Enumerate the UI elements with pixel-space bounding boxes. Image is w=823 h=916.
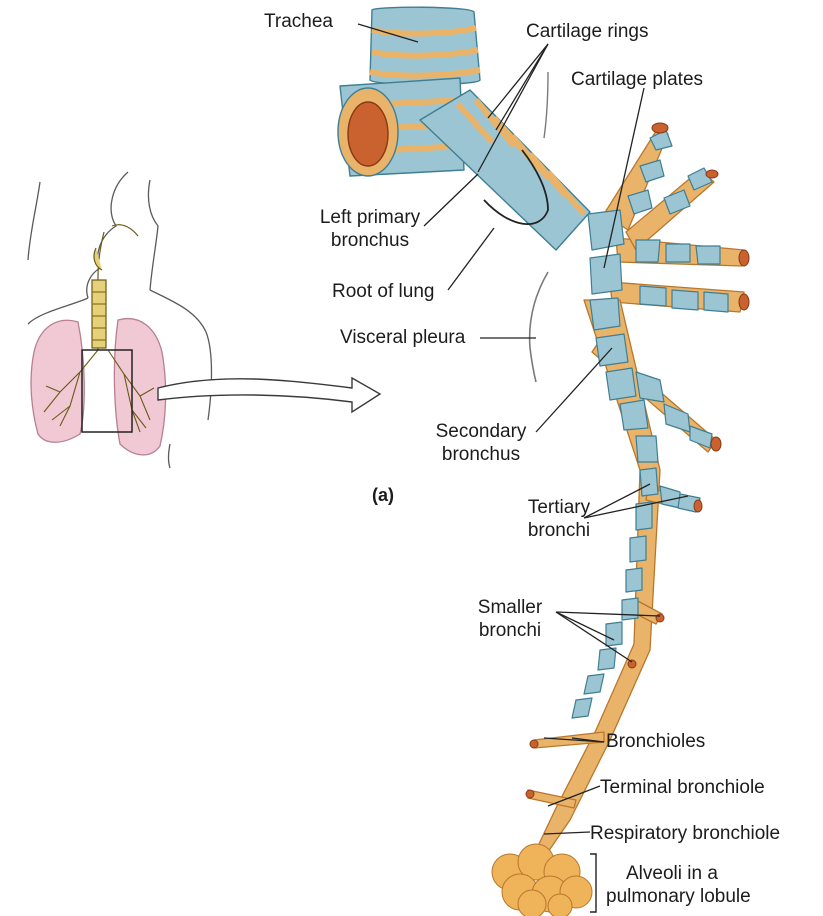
alveoli-cluster [492,844,592,916]
label-secondary-bronchus-line2: bronchus [426,443,536,466]
label-visceral-pleura: Visceral pleura [340,326,465,349]
pointer-arrow [158,378,380,412]
label-smaller-bronchi-line2: bronchi [470,619,550,642]
label-root-of-lung: Root of lung [332,280,434,303]
label-secondary-bronchus: Secondary bronchus [426,420,536,466]
label-alveoli-line1: Alveoli in a [606,862,751,885]
label-tertiary-bronchi-line2: bronchi [522,519,596,542]
label-left-primary-bronchus-line2: bronchus [308,229,432,252]
label-secondary-bronchus-line1: Secondary [426,420,536,443]
figure-part-label: (a) [372,484,394,507]
label-respiratory-bronchiole: Respiratory bronchiole [590,822,780,845]
label-left-primary-bronchus: Left primary bronchus [308,206,432,252]
label-trachea: Trachea [264,10,333,33]
label-left-primary-bronchus-line1: Left primary [308,206,432,229]
alveoli-bracket [590,854,596,912]
pleura-curve-2 [544,72,548,138]
pleura-curve [530,272,548,382]
label-terminal-bronchiole: Terminal bronchiole [600,776,765,799]
label-tertiary-bronchi-line1: Tertiary [522,496,596,519]
label-tertiary-bronchi: Tertiary bronchi [522,496,596,542]
label-alveoli-line2: pulmonary lobule [606,885,751,908]
label-bronchioles: Bronchioles [606,730,705,753]
label-alveoli: Alveoli in a pulmonary lobule [606,862,751,908]
label-cartilage-plates: Cartilage plates [571,68,703,91]
label-smaller-bronchi-line1: Smaller [470,596,550,619]
label-cartilage-rings: Cartilage rings [526,20,649,43]
label-smaller-bronchi: Smaller bronchi [470,596,550,642]
